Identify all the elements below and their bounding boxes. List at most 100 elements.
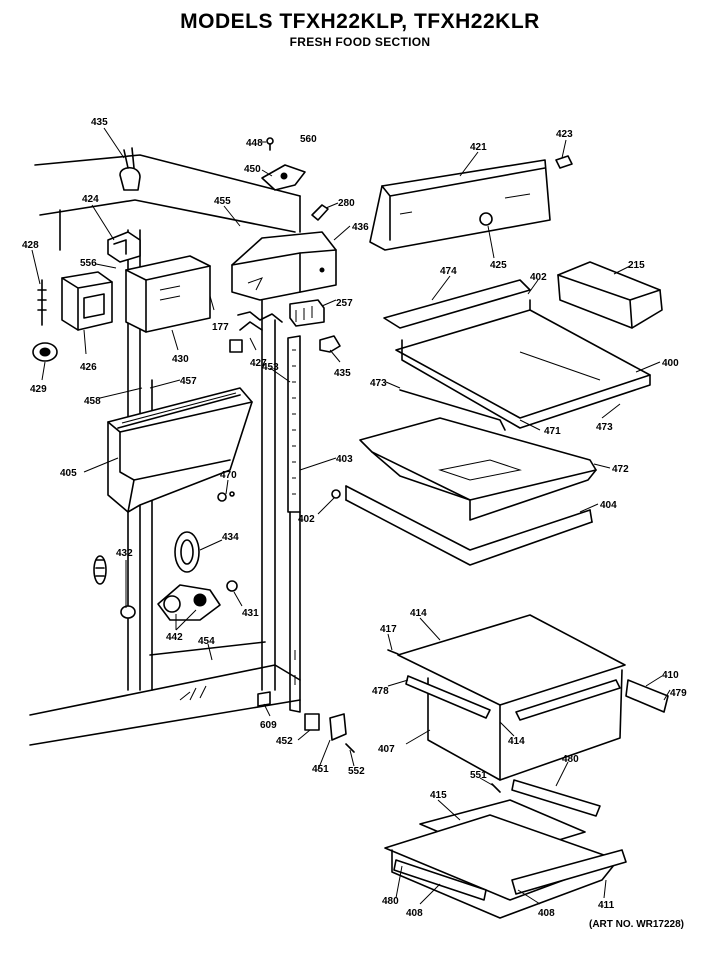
knob-425 xyxy=(479,212,493,226)
shelf-ladder-403 xyxy=(287,335,301,513)
callout-425: 425 xyxy=(490,260,507,271)
callout-434: 434 xyxy=(222,532,239,543)
callout-470: 470 xyxy=(220,470,237,481)
callout-407: 407 xyxy=(378,744,395,755)
callout-479: 479 xyxy=(670,688,687,699)
light-socket-435 xyxy=(119,147,141,191)
callout-177: 177 xyxy=(212,322,229,333)
rail-480a xyxy=(511,779,601,817)
fan-assembly-442 xyxy=(157,584,221,621)
callout-417: 417 xyxy=(380,624,397,635)
art-number: (ART NO. WR17228) xyxy=(588,919,684,930)
callout-labels: 435 448 560 450 421 423 424 455 280 436 … xyxy=(22,117,687,919)
callout-414a: 414 xyxy=(410,608,427,619)
callout-408b: 408 xyxy=(538,908,555,919)
callout-478: 478 xyxy=(372,686,389,697)
callout-473b: 473 xyxy=(596,422,613,433)
callout-408a: 408 xyxy=(406,908,423,919)
bulb-280 xyxy=(311,204,329,221)
diagram-title: MODELS TFXH22KLP, TFXH22KLR xyxy=(180,10,540,33)
plate-452 xyxy=(304,713,320,731)
callout-435: 435 xyxy=(91,117,108,128)
switch-435 xyxy=(319,335,341,353)
callout-474: 474 xyxy=(440,266,457,277)
hinge-417 xyxy=(387,649,399,655)
callout-452: 452 xyxy=(276,736,293,747)
bin-215 xyxy=(557,261,663,329)
screw-552 xyxy=(345,743,355,753)
glass-473 xyxy=(399,389,506,431)
callout-473a: 473 xyxy=(370,378,387,389)
callout-429: 429 xyxy=(30,384,47,395)
control-box-430 xyxy=(125,255,211,333)
callout-450: 450 xyxy=(244,164,261,175)
callout-257: 257 xyxy=(336,298,353,309)
cam-432 xyxy=(93,555,136,619)
callout-215: 215 xyxy=(628,260,645,271)
drawer-471 xyxy=(359,417,597,521)
clip-470 xyxy=(217,491,235,502)
callout-427: 427 xyxy=(250,358,267,369)
callout-421: 421 xyxy=(470,142,487,153)
bumper-434 xyxy=(174,531,200,573)
callout-410: 410 xyxy=(662,670,679,681)
callout-556: 556 xyxy=(80,258,97,269)
callout-471: 471 xyxy=(544,426,561,437)
callout-458: 458 xyxy=(84,396,101,407)
callout-402a: 402 xyxy=(530,272,547,283)
callout-424: 424 xyxy=(82,194,99,205)
callout-442: 442 xyxy=(166,632,183,643)
callout-457: 457 xyxy=(180,376,197,387)
callout-280: 280 xyxy=(338,198,355,209)
connector-427 xyxy=(229,339,243,353)
thermostat-424 xyxy=(107,231,141,263)
screw-448 xyxy=(266,137,274,151)
screw-402 xyxy=(331,489,341,499)
rail-452 xyxy=(289,511,301,713)
crisper-drawer-405 xyxy=(107,387,253,513)
callout-414b: 414 xyxy=(508,736,525,747)
callout-454: 454 xyxy=(198,636,215,647)
trim-421 xyxy=(369,159,551,251)
rails-404 xyxy=(345,485,593,566)
lamp-423 xyxy=(555,155,573,169)
bracket-609 xyxy=(257,691,271,707)
callout-411: 411 xyxy=(598,900,615,911)
callout-453: 453 xyxy=(262,362,279,373)
callout-609: 609 xyxy=(260,720,277,731)
callout-423: 423 xyxy=(556,129,573,140)
callout-426: 426 xyxy=(80,362,97,373)
knob-429 xyxy=(32,342,58,362)
callout-436: 436 xyxy=(352,222,369,233)
callout-404: 404 xyxy=(600,500,617,511)
shelf-400 xyxy=(383,279,651,429)
callout-435b: 435 xyxy=(334,368,351,379)
callout-431: 431 xyxy=(242,608,259,619)
damper-426 xyxy=(61,271,113,331)
callout-552: 552 xyxy=(348,766,365,777)
spring-428 xyxy=(37,279,47,326)
pan-411 xyxy=(384,799,627,919)
callout-455: 455 xyxy=(214,196,231,207)
leader-lines xyxy=(31,127,671,905)
relay-257 xyxy=(289,299,325,327)
callout-430: 430 xyxy=(172,354,189,365)
callout-472: 472 xyxy=(612,464,629,475)
callout-451: 451 xyxy=(312,764,329,775)
callout-405: 405 xyxy=(60,468,77,479)
screw-431 xyxy=(226,580,238,592)
callout-551: 551 xyxy=(470,770,487,781)
diagram-subtitle: FRESH FOOD SECTION xyxy=(289,35,431,49)
hinge-451 xyxy=(329,713,347,741)
callout-400: 400 xyxy=(662,358,679,369)
callout-480a: 480 xyxy=(562,754,579,765)
wire-harness-427 xyxy=(237,311,283,331)
light-bracket-450 xyxy=(261,164,306,191)
callout-448: 448 xyxy=(246,138,263,149)
callout-402b: 402 xyxy=(298,514,315,525)
callout-432: 432 xyxy=(116,548,133,559)
callout-428: 428 xyxy=(22,240,39,251)
callout-480b: 480 xyxy=(382,896,399,907)
